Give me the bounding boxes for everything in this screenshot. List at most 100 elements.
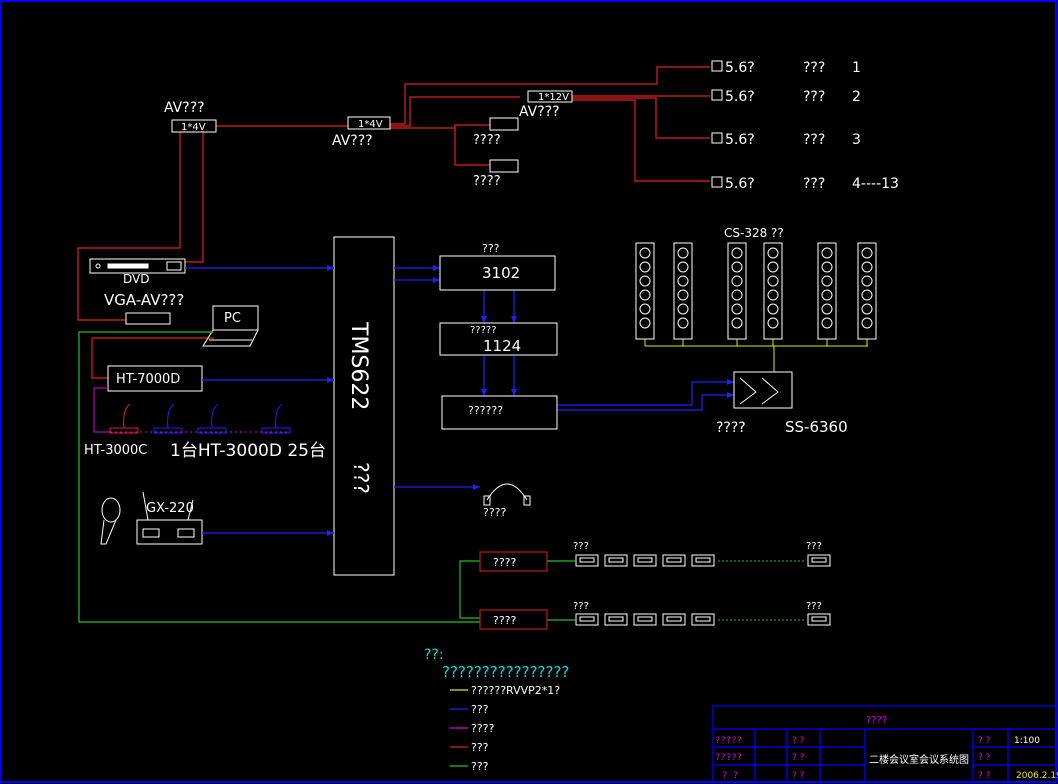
av-dist-right-text: 1*12V [538, 92, 569, 103]
processor-3102-label: 3102 [482, 264, 520, 282]
vga-label: VGA-AV??? [104, 291, 184, 309]
title-r2: ? ? [978, 753, 991, 763]
unit-icon [604, 613, 628, 626]
mic-bus [93, 387, 291, 434]
ht3000c-label: HT-3000C [84, 443, 147, 458]
headphone-icon [483, 483, 531, 506]
pc-label: PC [224, 311, 241, 326]
title-date: 2006.2.19 [1016, 771, 1058, 781]
screen-size: 5.6? [725, 176, 755, 192]
row1-units [575, 554, 831, 567]
column-speaker [635, 242, 655, 346]
pc-laptop [202, 305, 259, 347]
column-speaker [857, 242, 877, 346]
unit-icon [575, 613, 599, 626]
screen-list: 5.6? ??? 1 5.6? ??? 2 5.6? ??? 3 5.6? ??… [711, 60, 899, 192]
screen-icon [711, 176, 723, 188]
legend-item: ??? [471, 760, 489, 773]
row2-header: ??? [573, 601, 589, 612]
video-wiring [77, 66, 710, 379]
unit-icon [662, 613, 686, 626]
small-box-1 [489, 117, 519, 131]
processor-3102 [439, 255, 556, 291]
signal-arrows [327, 265, 734, 536]
title-row3-c1: ? ? [722, 771, 738, 781]
title-row1-c1: ????? [715, 736, 742, 746]
av-dist-right-label: AV??? [519, 104, 560, 120]
screen-size: 5.6? [725, 89, 755, 105]
unit-icon [575, 554, 599, 567]
ht3000d-label: 1台HT-3000D 25台 [170, 441, 326, 461]
screen-size: 5.6? [725, 132, 755, 148]
legend-list: ??????RVVP2*1?????????????? [450, 684, 560, 773]
tms622-sub: ??? [349, 462, 373, 494]
column-speaker [727, 242, 747, 346]
row1-header: ??? [573, 541, 589, 552]
ht7000d-box [107, 365, 203, 392]
av-dist-right-box [527, 90, 573, 103]
drawing-title: 二楼会议室会议系统图 [869, 753, 969, 766]
screen-icon [711, 89, 723, 101]
title-r1: ? ? [978, 736, 991, 746]
legend-item: ??? [471, 741, 489, 754]
column-speaker [763, 242, 783, 346]
av-dist-left-text: 1*4V [181, 122, 206, 133]
processor-1124-sub: ????? [470, 325, 497, 336]
screen-num: 1 [852, 60, 861, 76]
row2-units [575, 613, 831, 626]
amplifier [441, 395, 558, 430]
av-dist-mid-text: 1*4V [358, 119, 383, 130]
control-wiring [78, 331, 575, 623]
row2-label: ???? [493, 614, 517, 627]
ss6360-unit [733, 371, 793, 409]
screen-icon [711, 132, 723, 144]
small-box-2 [489, 159, 519, 173]
row1-box [479, 551, 548, 572]
legend-title: ??: [424, 647, 444, 663]
screen-num: 3 [852, 132, 861, 148]
dvd-label: DVD [123, 272, 149, 286]
legend-item: ???? [471, 722, 495, 735]
small-box-1-label: ???? [473, 133, 501, 148]
speaker-wiring [645, 345, 868, 372]
tms622-label: TMS622 [346, 321, 371, 410]
speakers-title: CS-328 ?? [724, 226, 784, 240]
small-box-2-label: ???? [473, 174, 501, 189]
screen-icon [711, 60, 723, 72]
amplifier-label: ?????? [468, 404, 503, 417]
ss6360-label: ???? [716, 420, 746, 436]
title-row2-c2: ? ? [792, 753, 805, 763]
processor-1124-label: 1124 [483, 337, 521, 355]
dvd-player [89, 258, 186, 274]
screen-name: ??? [803, 89, 825, 105]
screen-name: ??? [803, 60, 825, 76]
vga-box [125, 312, 171, 325]
row2-end: ??? [806, 601, 822, 612]
screen-num: 2 [852, 89, 861, 105]
signal-wiring [185, 267, 734, 534]
wireless-mic [100, 491, 203, 545]
screen-name: ??? [803, 132, 825, 148]
row1-end: ??? [806, 541, 822, 552]
legend-subtitle: ???????????????? [442, 663, 569, 681]
title-block [712, 705, 1057, 783]
unit-icon [807, 613, 831, 626]
ss6360-model: SS-6360 [785, 418, 848, 436]
screen-name: ??? [803, 176, 825, 192]
row2-box [479, 609, 548, 630]
title-row3-c2: ? ? [792, 771, 805, 781]
title-r3: ? ? [978, 771, 991, 781]
ht7000d-label: HT-7000D [116, 372, 180, 387]
av-dist-left-box [171, 119, 217, 133]
unit-icon [633, 613, 657, 626]
legend-item: ??????RVVP2*1? [471, 684, 560, 697]
unit-icon [633, 554, 657, 567]
unit-icon [662, 554, 686, 567]
title-scale: 1:100 [1014, 736, 1040, 746]
tms622-unit [333, 236, 395, 576]
column-speaker [817, 242, 837, 346]
row1-label: ???? [493, 556, 517, 569]
gx220-label: GX-220 [146, 501, 194, 516]
